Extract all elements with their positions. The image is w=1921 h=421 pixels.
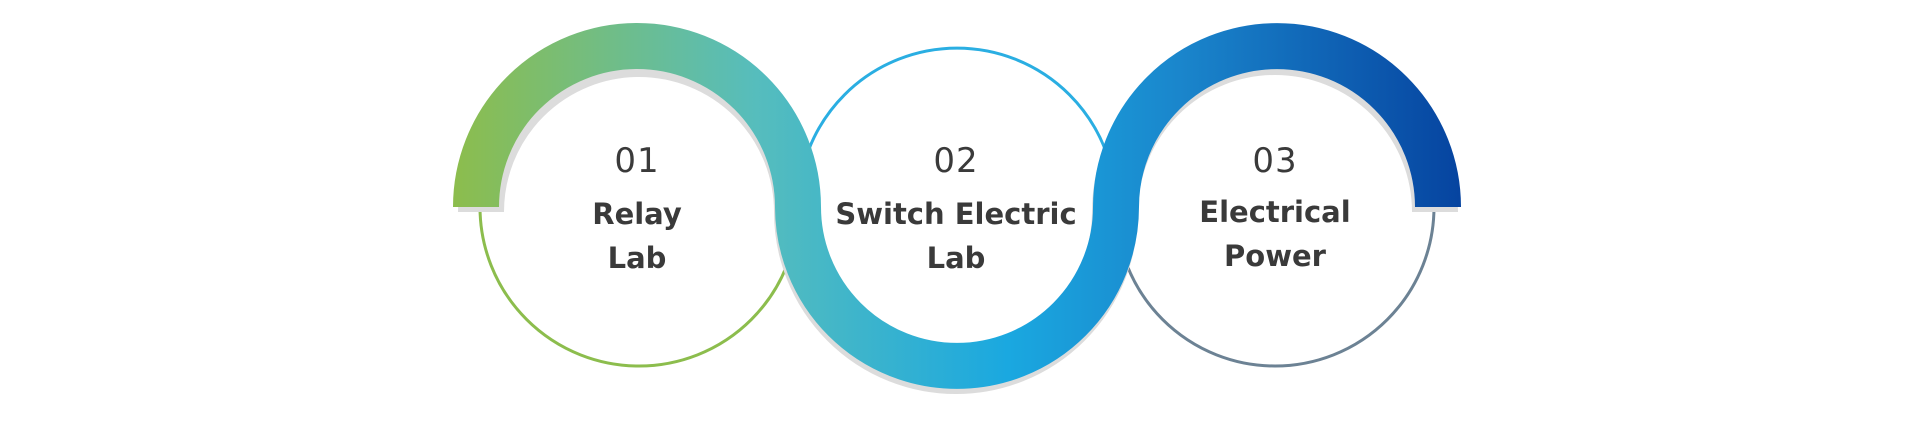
step-3-ring-outline bbox=[1114, 206, 1436, 368]
step-2-label-line-2: Lab bbox=[927, 241, 986, 275]
step-1-label-line-1: Relay bbox=[592, 197, 682, 231]
step-3-arc bbox=[1093, 23, 1461, 208]
step-2-label-line-1: Switch Electric bbox=[835, 197, 1076, 231]
step-3-label-line-1: Electrical bbox=[1199, 195, 1350, 229]
step-2-number: 02 bbox=[933, 141, 978, 181]
step-2-ring-outline bbox=[796, 46, 1118, 208]
step-3-label-line-2: Power bbox=[1224, 239, 1327, 273]
step-1-label-line-2: Lab bbox=[608, 241, 667, 275]
step-1-number: 01 bbox=[614, 141, 659, 181]
wave-band bbox=[453, 23, 1461, 389]
step-1-ring-outline bbox=[478, 206, 800, 368]
step-2-arc bbox=[775, 206, 1139, 389]
step-1-arc bbox=[453, 23, 821, 208]
step-3-number: 03 bbox=[1252, 141, 1297, 181]
